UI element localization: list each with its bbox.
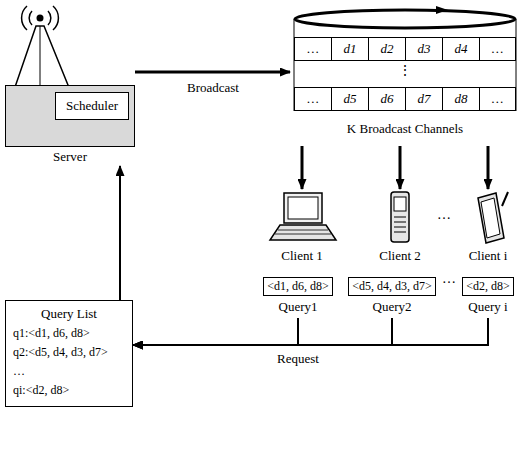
svg-shape	[275, 234, 331, 235]
query-list-box: Query List q1:<d1, d6, d8> q2:<d5, d4, d3,…	[5, 300, 133, 407]
client-node: Client i	[458, 190, 518, 266]
data-item: …	[492, 91, 504, 107]
server-node: Server Scheduler	[5, 5, 135, 165]
data-item: d5	[344, 91, 357, 107]
data-cell: d5	[331, 87, 369, 111]
query-list-item: qi:<d2, d8>	[13, 383, 125, 398]
svg-shape	[394, 232, 406, 233]
data-cell: d7	[405, 87, 443, 111]
data-cell: d4	[442, 37, 480, 61]
edge-label: Broadcast	[185, 80, 241, 96]
query-box: <d1, d6, d8>	[263, 277, 333, 296]
data-cell: d8	[442, 87, 480, 111]
client-device	[370, 190, 430, 246]
ellipsis-mark: …	[437, 207, 451, 223]
query-list-item: q1:<d1, d6, d8>	[13, 326, 125, 341]
query-box: <d5, d4, d3, d7>	[348, 277, 436, 296]
svg-shape	[502, 192, 508, 206]
antenna-tip	[37, 15, 44, 22]
svg-shape	[481, 198, 500, 238]
query-label: Query1	[263, 299, 333, 315]
query-label: Query2	[348, 299, 436, 315]
data-cell: d3	[405, 37, 443, 61]
data-cell: …	[294, 87, 332, 111]
data-cell: …	[294, 37, 332, 61]
svg-shape	[288, 197, 318, 219]
svg-shape	[278, 230, 328, 231]
client-node: Client 2	[370, 190, 430, 266]
client-node: Client 1	[262, 190, 342, 266]
connector-arrow	[301, 146, 304, 189]
svg-shape	[394, 227, 406, 228]
scheduler-label: Scheduler	[66, 98, 118, 114]
data-cell: d2	[368, 37, 406, 61]
client-device	[458, 190, 518, 246]
data-cell: d6	[368, 87, 406, 111]
client-label: Client 2	[370, 248, 430, 264]
antenna-tower	[14, 26, 70, 90]
data-item: d2	[381, 41, 394, 57]
data-cell: …	[479, 37, 516, 61]
svg-shape	[270, 225, 336, 240]
data-item: d8	[455, 91, 468, 107]
query-list-item: …	[13, 364, 125, 379]
data-item: d6	[381, 91, 394, 107]
connector-arrow	[133, 318, 392, 345]
data-item: …	[492, 41, 504, 57]
connector-arrow	[133, 318, 298, 345]
scheduler-box: Scheduler	[55, 92, 129, 120]
svg-shape	[391, 192, 409, 242]
query-list-item: q2:<d5, d4, d3, d7>	[13, 345, 125, 360]
svg-shape	[394, 217, 406, 218]
data-item: d3	[418, 41, 431, 57]
data-item: d1	[344, 41, 357, 57]
svg-shape	[284, 193, 322, 223]
connector-arrow	[119, 166, 121, 300]
svg-shape	[478, 193, 504, 243]
data-item: d7	[418, 91, 431, 107]
channels-label: K Broadcast Channels	[290, 121, 520, 137]
client-label: Client 1	[262, 248, 342, 264]
svg-shape	[436, 6, 448, 14]
signal-wave	[22, 6, 27, 30]
svg-shape	[394, 197, 406, 211]
data-item: …	[307, 41, 319, 57]
data-item: d4	[455, 41, 468, 57]
query-node: <d1, d6, d8> Query1	[263, 276, 333, 315]
query-list-title: Query List	[13, 306, 125, 322]
client-label: Client i	[458, 248, 518, 264]
connector-arrow	[133, 318, 488, 345]
edge-label: Request	[275, 351, 321, 367]
antenna-strut	[40, 26, 41, 88]
signal-wave	[48, 11, 51, 25]
signal-wave	[29, 11, 32, 25]
ellipsis-mark: ⋮	[398, 62, 412, 79]
svg-shape	[394, 222, 406, 223]
client-device	[262, 190, 342, 246]
signal-wave	[53, 6, 58, 30]
connector-arrow	[399, 146, 402, 189]
query-box: <d2, d8>	[462, 277, 514, 296]
connector-arrow	[487, 146, 490, 189]
query-node: <d5, d4, d3, d7> Query2	[348, 276, 436, 315]
ellipsis-mark: …	[442, 271, 456, 287]
query-node: <d2, d8> Query i	[462, 276, 514, 315]
server-label: Server	[5, 149, 135, 165]
data-cell: …	[479, 87, 516, 111]
query-label: Query i	[462, 299, 514, 315]
data-cell: d1	[331, 37, 369, 61]
connector-arrow	[135, 71, 290, 74]
svg-shape	[295, 10, 515, 28]
data-item: …	[307, 91, 319, 107]
